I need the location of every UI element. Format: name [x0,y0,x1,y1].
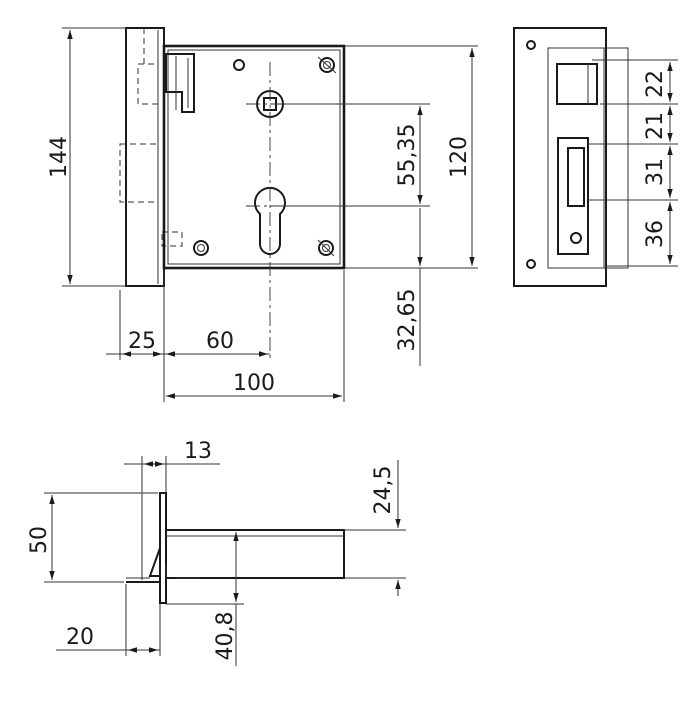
faceplate-dimensions: 22 21 31 36 [588,59,678,267]
dim-24-5: 24,5 [371,466,396,515]
dim-13: 13 [184,439,212,464]
latch-bolt-front [556,63,598,105]
dim-25: 25 [128,329,156,354]
screw-hole-bottom-left [193,240,209,256]
top-dimensions: 13 50 20 40,8 24,5 [27,439,406,666]
dim-60: 60 [206,329,234,354]
screw-hole-top [233,59,245,71]
dim-36: 36 [643,220,668,248]
dim-31: 31 [643,158,668,186]
dim-32-65: 32,65 [395,289,420,352]
faceplate-hole-top [526,40,536,50]
hidden-deadbolt [119,143,159,203]
deadbolt-front [567,147,585,207]
dim-21: 21 [643,112,668,140]
dim-20: 20 [66,625,94,650]
dim-50: 50 [27,526,52,554]
dim-100: 100 [233,371,275,396]
dim-55-35: 55,35 [395,124,420,187]
top-view [126,492,345,604]
screw-hole-bottom-right [318,240,334,256]
dim-120: 120 [447,136,472,178]
faceplate-hole-bottom [526,259,536,269]
top-faceplate [159,492,167,604]
cylinder-keyhole [254,186,286,255]
hidden-latch-bolt [137,63,159,105]
dim-40-8: 40,8 [213,612,238,661]
latch-mechanism [165,53,195,113]
front-dimensions: 144 120 55,35 32,65 25 60 100 [47,27,478,402]
faceplate-side-view [513,27,629,287]
dim-144: 144 [47,136,72,178]
top-case-body [166,529,345,579]
deadbolt-slot [557,137,589,255]
screw-hole-top-right [319,57,335,73]
faceplate-front-outline [513,27,607,287]
bracket [126,547,161,583]
dim-22: 22 [643,70,668,98]
lock-case-outline [162,44,346,270]
front-view [119,27,346,360]
